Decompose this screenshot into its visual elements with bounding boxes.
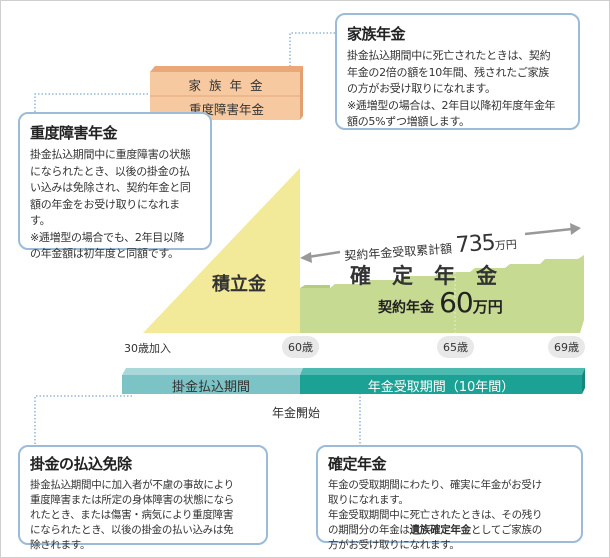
family-pension-line: の方がお受け取りになれます。 [347, 82, 496, 95]
fixed-pension-line: 取りになれます。 [328, 494, 409, 506]
fixed-pension-label: 確 定 年 金 [350, 264, 497, 288]
waiver-line: 重度障害または所定の身体障害の状態になら [30, 494, 234, 506]
contract-amount: 60 [439, 286, 474, 319]
family-pension-title: 家族年金 [347, 25, 406, 43]
family-pension-line: 年金の2倍の額を10年間、残されたご家族 [347, 65, 549, 79]
connector-waiver [34, 395, 132, 446]
disability-pension-line: 額の年金をお受け取りになれます。 [30, 197, 180, 228]
total-amount: 735 [454, 230, 496, 259]
disability-pension-title: 重度障害年金 [30, 124, 118, 142]
waiver-line: 掛金払込期間中に加入者が不慮の事故により [30, 479, 234, 491]
fixed-pension-line: 年金受取期間中に死亡されたときは、その残り [328, 509, 543, 521]
waiver-box: 掛金の払込免除 掛金払込期間中に加入者が不慮の事故により 重度障害または所定の身… [18, 445, 268, 551]
family-pension-line: 掛金払込期間中に死亡されたときは、契約 [347, 49, 551, 62]
contract-label: 契約年金 [378, 300, 434, 316]
waiver-line: れたとき、または傷害・病気により重度障害 [30, 509, 234, 521]
start-marker-icon [297, 407, 303, 412]
pay-period-bar [122, 375, 300, 394]
line-text: としてご家族の [470, 524, 542, 536]
age-65: 65歳 [437, 336, 474, 358]
pay-period-label: 掛金払込期間 [171, 380, 250, 395]
disability-pension-box: 重度障害年金 掛金払込期間中に重度障害の状態 になられたとき、以後の掛金の払 い… [18, 112, 212, 260]
disability-pension-line: の年金額は初年度と同額です。 [30, 247, 179, 260]
fixed-pension-line: の期間分の年金は遺族確定年金としてご家族の [328, 523, 571, 538]
family-pension-line: 額の5%ずつ増額します。 [347, 115, 470, 128]
fixed-pension-title: 確定年金 [328, 455, 387, 473]
survivor-fixed-pension: 遺族確定年金 [409, 524, 472, 536]
orange-block-family: 家 族 年 金 [188, 78, 265, 93]
waiver-line: 除されます。 [30, 539, 91, 551]
fixed-pension-area [300, 255, 584, 333]
fixed-pension-line: 年金の受取期間にわたり、確実に年金がお受け [328, 479, 542, 491]
family-pension-line: ※逓増型の場合は、2年目以降初年度年金年 [347, 98, 556, 112]
disability-pension-line: になられたとき、以後の掛金の払 [30, 164, 190, 178]
family-pension-box: 家族年金 掛金払込期間中に死亡されたときは、契約 年金の2倍の額を10年間、残さ… [335, 13, 580, 130]
total-unit: 万円 [494, 237, 518, 253]
fixed-pension-line: 方がお受け取りになれます。 [328, 539, 460, 551]
fixed-pension-box: 確定年金 年金の受取期間にわたり、確実に年金がお受け 取りになれます。 年金受取… [316, 445, 583, 551]
connector-family [289, 32, 335, 82]
disability-pension-line: ※逓増型の場合でも、2年目以降 [30, 230, 185, 244]
age-69: 69歳 [548, 336, 585, 358]
waiver-title: 掛金の払込免除 [30, 455, 132, 473]
disability-pension-line: い込みは免除され、契約年金と同 [30, 181, 191, 194]
receive-period-bar [300, 375, 582, 394]
orange-block-top [150, 66, 303, 72]
receive-period-label: 年金受取期間（10年間） [367, 380, 515, 395]
disability-pension-line: 掛金払込期間中に重度障害の状態 [30, 148, 191, 161]
connector-disability [34, 93, 155, 114]
start-marker-label: 年金開始 [272, 406, 321, 420]
savings-area [143, 168, 300, 333]
age-60: 60歳 [282, 336, 319, 358]
age-start: 30歳加入 [124, 342, 171, 355]
contract-pension: 契約年金 60万円 [378, 286, 503, 319]
line-text: の期間分の年金は [328, 524, 410, 536]
pay-period-bar-top [122, 368, 303, 375]
contract-unit: 万円 [472, 298, 503, 316]
savings-label: 積立金 [212, 274, 266, 295]
waiver-line: になられたとき、以後の掛金の払い込みは免 [30, 524, 234, 536]
